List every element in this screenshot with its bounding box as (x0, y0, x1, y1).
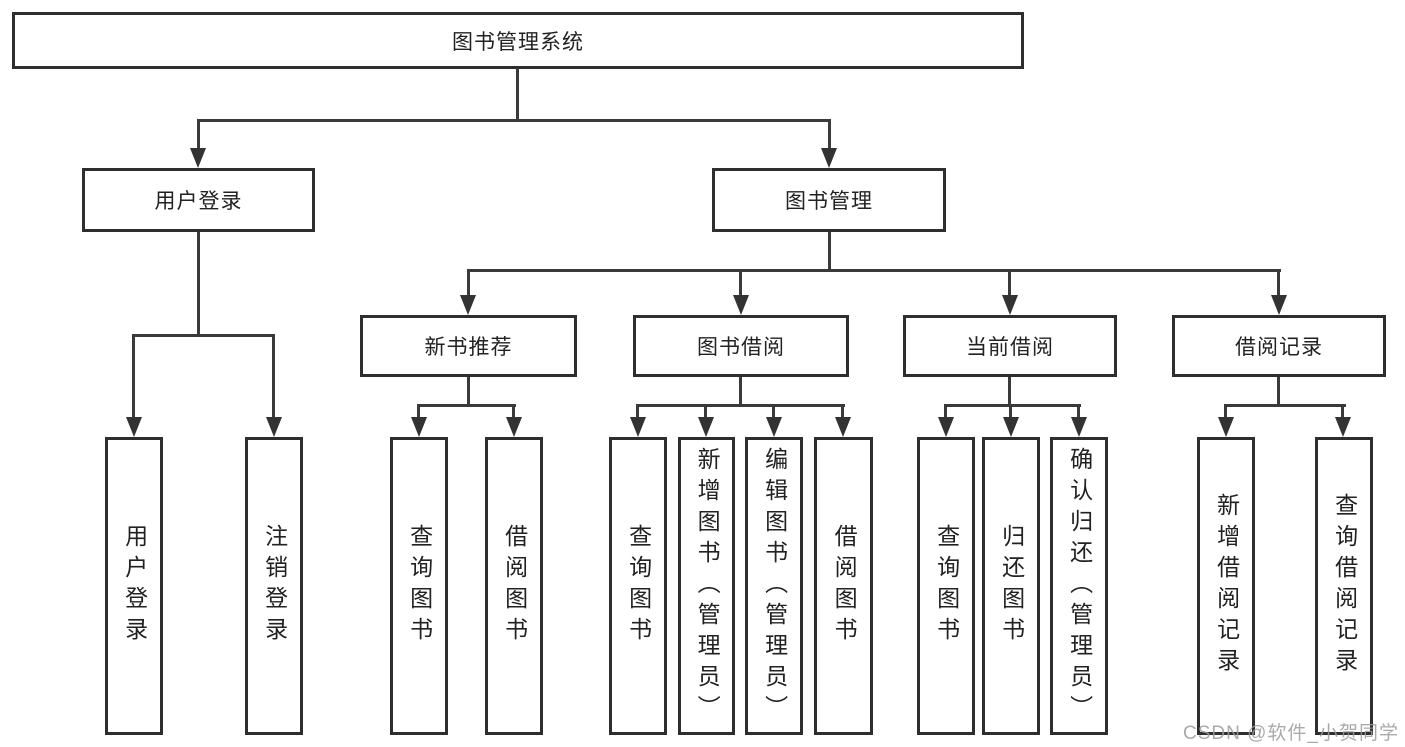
connector-line (516, 68, 519, 121)
node-edit-book-admin: 编辑图书（管理员） (745, 437, 803, 735)
connector-line (1224, 404, 1227, 419)
connector-line (636, 404, 845, 407)
connector-line (197, 232, 200, 337)
arrowhead (938, 417, 954, 437)
connector-line (841, 404, 844, 419)
node-book-management: 图书管理 (712, 168, 946, 232)
connector-line (704, 404, 707, 419)
node-add-book-admin: 新增图书（管理员） (678, 437, 735, 735)
connector-line (828, 119, 831, 150)
connector-line (417, 404, 516, 407)
arrowhead (821, 148, 837, 168)
node-return-book: 归还图书 (982, 437, 1040, 735)
node-query-books-current: 查询图书 (917, 437, 975, 735)
connector-line (132, 334, 135, 419)
arrowhead (411, 417, 427, 437)
connector-line (467, 377, 470, 407)
connector-line (739, 377, 742, 407)
arrowhead (266, 417, 282, 437)
connector-line (828, 232, 831, 272)
node-query-books-newbook: 查询图书 (390, 437, 448, 735)
arrowhead (698, 417, 714, 437)
node-user-login: 用户登录 (82, 168, 315, 232)
arrowhead (1335, 417, 1351, 437)
arrowhead (1071, 417, 1087, 437)
connector-line (132, 334, 275, 337)
connector-line (272, 334, 275, 419)
connector-line (197, 119, 831, 122)
arrowhead (190, 148, 206, 168)
arrowhead (506, 417, 522, 437)
connector-line (467, 269, 470, 297)
arrowhead (1003, 417, 1019, 437)
node-add-borrow-record: 新增借阅记录 (1197, 437, 1255, 735)
connector-line (739, 269, 742, 297)
arrowhead (1271, 295, 1287, 315)
connector-line (1277, 377, 1280, 407)
connector-line (636, 404, 639, 419)
node-borrow-books-borrow: 借阅图书 (814, 437, 873, 735)
node-confirm-return-admin: 确认归还（管理员） (1050, 437, 1108, 735)
connector-line (1341, 404, 1344, 419)
connector-line (1277, 269, 1280, 297)
arrowhead (766, 417, 782, 437)
connector-line (1077, 404, 1080, 419)
connector-line (1008, 377, 1011, 407)
node-query-borrow-record: 查询借阅记录 (1315, 437, 1373, 735)
arrowhead (733, 295, 749, 315)
connector-line (944, 404, 1081, 407)
node-borrow-books-newbook: 借阅图书 (485, 437, 543, 735)
connector-line (1009, 404, 1012, 419)
node-library-system: 图书管理系统 (12, 12, 1024, 69)
connector-line (197, 119, 200, 150)
connector-line (944, 404, 947, 419)
connector-line (512, 404, 515, 419)
node-book-borrow: 图书借阅 (633, 315, 849, 377)
connector-line (1008, 269, 1011, 297)
csdn-watermark: CSDN @软件_小贺同学 (1183, 723, 1399, 744)
node-user-login-leaf: 用户登录 (105, 437, 163, 735)
connector-line (417, 404, 420, 419)
node-current-borrow: 当前借阅 (903, 315, 1117, 377)
connector-line (1224, 404, 1346, 407)
arrowhead (1002, 295, 1018, 315)
arrowhead (126, 417, 142, 437)
arrowhead (630, 417, 646, 437)
arrowhead (460, 295, 476, 315)
node-query-books-borrow: 查询图书 (609, 437, 667, 735)
node-logout: 注销登录 (245, 437, 303, 735)
arrowhead (1218, 417, 1234, 437)
node-borrow-records: 借阅记录 (1172, 315, 1386, 377)
node-new-book-recommend: 新书推荐 (360, 315, 577, 377)
connector-line (467, 269, 1281, 272)
connector-line (772, 404, 775, 419)
arrowhead (835, 417, 851, 437)
